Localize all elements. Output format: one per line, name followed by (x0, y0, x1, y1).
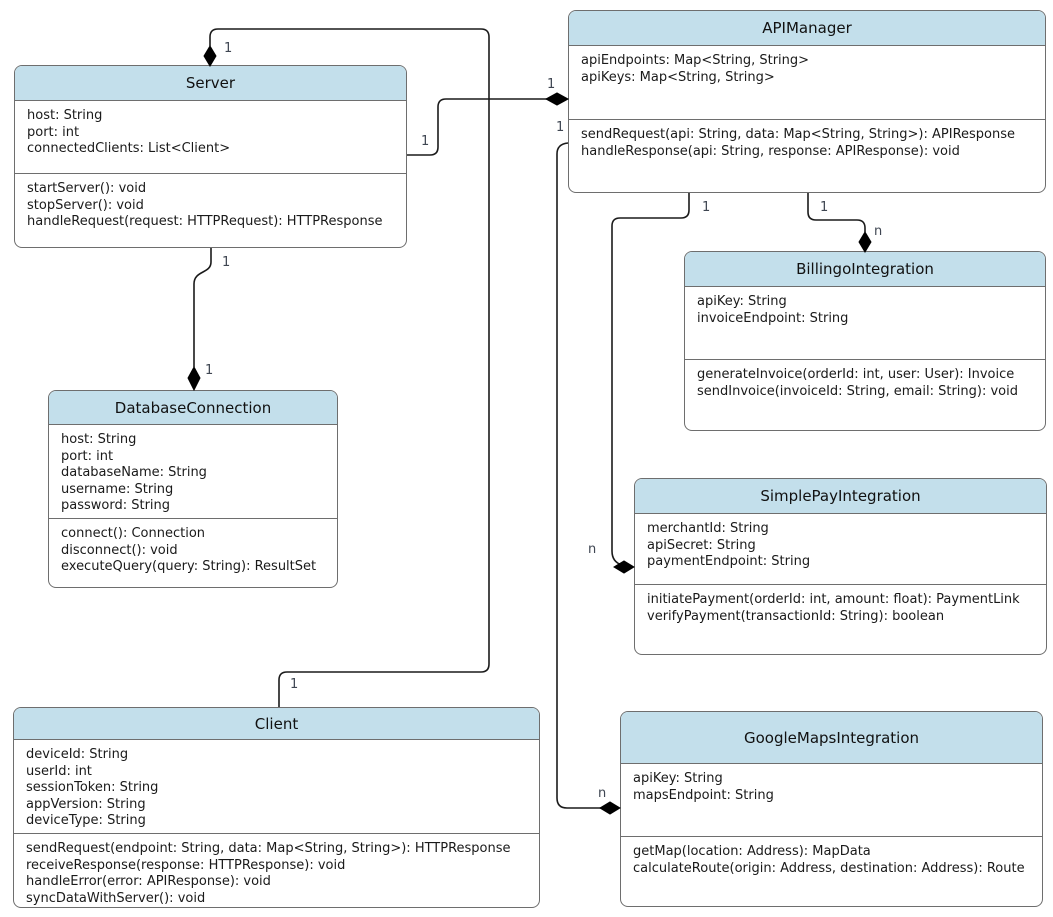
class-simplepayintegration[interactable]: SimplePayIntegration merchantId: String … (634, 478, 1047, 655)
class-client-title: Client (14, 708, 539, 740)
class-server[interactable]: Server host: String port: int connectedC… (14, 65, 407, 248)
method: verifyPayment(transactionId: String): bo… (647, 608, 945, 624)
class-billingointegration-title: BillingoIntegration (685, 252, 1045, 287)
attribute: paymentEndpoint: String (647, 554, 811, 569)
class-billingointegration[interactable]: BillingoIntegration apiKey: String invoi… (684, 251, 1046, 431)
class-apimanager-attributes: apiEndpoints: Map<String, String> apiKey… (569, 46, 1045, 119)
attribute: password: String (61, 498, 171, 513)
method: getMap(location: Address): MapData (633, 844, 871, 859)
class-apimanager-title: APIManager (569, 11, 1045, 46)
method: disconnect(): void (61, 542, 178, 558)
attribute: port: int (27, 124, 80, 140)
composition-diamond-icon (858, 231, 872, 253)
method: handleRequest(request: HTTPRequest): HTT… (27, 214, 383, 229)
attribute: apiKey: String (633, 771, 723, 786)
attribute: apiKeys: Map<String, String> (581, 69, 775, 85)
multiplicity-label: 1 (205, 363, 214, 378)
attribute: host: String (61, 432, 137, 447)
composition-diamond-icon (187, 365, 201, 392)
attribute: merchantId: String (647, 521, 769, 536)
multiplicity-label: 1 (820, 200, 829, 215)
method: calculateRoute(origin: Address, destinat… (633, 860, 1025, 876)
class-simplepayintegration-attributes: merchantId: String apiSecret: String pay… (635, 514, 1046, 584)
method: executeQuery(query: String): ResultSet (61, 559, 317, 574)
class-databaseconnection-attributes: host: String port: int databaseName: Str… (49, 425, 337, 518)
attribute: apiKey: String (697, 294, 787, 309)
class-databaseconnection[interactable]: DatabaseConnection host: String port: in… (48, 390, 338, 588)
class-googlemapsintegration-attributes: apiKey: String mapsEndpoint: String (621, 764, 1042, 836)
edge-apimanager-billingo[interactable] (807, 193, 866, 232)
attribute: userId: int (26, 763, 92, 779)
class-databaseconnection-title: DatabaseConnection (49, 391, 337, 425)
class-googlemapsintegration-methods: getMap(location: Address): MapData calcu… (621, 836, 1042, 906)
attribute: deviceId: String (26, 747, 129, 762)
multiplicity-label: 1 (421, 134, 430, 149)
method: sendRequest(api: String, data: Map<Strin… (581, 127, 1016, 142)
multiplicity-label: 1 (222, 255, 231, 270)
composition-diamond-icon (544, 92, 570, 106)
composition-diamond-icon (203, 45, 217, 67)
attribute: databaseName: String (61, 465, 207, 480)
method: sendRequest(endpoint: String, data: Map<… (26, 841, 511, 856)
attribute: appVersion: String (26, 796, 146, 812)
method: startServer(): void (27, 181, 147, 196)
class-databaseconnection-methods: connect(): Connection disconnect(): void… (49, 518, 337, 587)
class-apimanager[interactable]: APIManager apiEndpoints: Map<String, Str… (568, 10, 1046, 193)
multiplicity-label: 1 (290, 677, 299, 692)
multiplicity-label: n (598, 786, 607, 801)
class-billingointegration-attributes: apiKey: String invoiceEndpoint: String (685, 287, 1045, 359)
class-googlemapsintegration[interactable]: GoogleMapsIntegration apiKey: String map… (620, 711, 1043, 907)
method: stopServer(): void (27, 197, 144, 213)
class-server-attributes: host: String port: int connectedClients:… (15, 101, 406, 173)
class-server-methods: startServer(): void stopServer(): void h… (15, 173, 406, 247)
edge-apimanager-simplepay[interactable] (611, 193, 690, 566)
edge-client-server[interactable] (209, 28, 490, 707)
multiplicity-label: n (874, 224, 883, 239)
composition-diamond-icon (613, 560, 635, 574)
multiplicity-label: 1 (556, 120, 565, 135)
edge-apimanager-googlemaps[interactable] (556, 142, 601, 809)
class-client[interactable]: Client deviceId: String userId: int sess… (13, 707, 540, 908)
multiplicity-label: 1 (224, 41, 233, 56)
method: generateInvoice(orderId: int, user: User… (697, 367, 1015, 382)
multiplicity-label: 1 (547, 77, 556, 92)
attribute: sessionToken: String (26, 780, 159, 795)
attribute: invoiceEndpoint: String (697, 310, 849, 326)
method: sendInvoice(invoiceId: String, email: St… (697, 383, 1018, 399)
method: initiatePayment(orderId: int, amount: fl… (647, 592, 1020, 607)
class-apimanager-methods: sendRequest(api: String, data: Map<Strin… (569, 119, 1045, 192)
method: receiveResponse(response: HTTPResponse):… (26, 857, 346, 873)
class-googlemapsintegration-title: GoogleMapsIntegration (621, 712, 1042, 764)
class-server-title: Server (15, 66, 406, 101)
method: handleResponse(api: String, response: AP… (581, 143, 960, 159)
composition-diamond-icon (599, 801, 621, 815)
method: syncDataWithServer(): void (26, 890, 206, 906)
attribute: port: int (61, 448, 114, 464)
class-billingointegration-methods: generateInvoice(orderId: int, user: User… (685, 359, 1045, 430)
attribute: mapsEndpoint: String (633, 787, 774, 803)
edge-server-apimanager[interactable] (407, 98, 547, 156)
attribute: apiEndpoints: Map<String, String> (581, 53, 810, 68)
attribute: apiSecret: String (647, 537, 756, 553)
attribute: deviceType: String (26, 813, 146, 828)
method: handleError(error: APIResponse): void (26, 874, 271, 889)
class-client-attributes: deviceId: String userId: int sessionToke… (14, 740, 539, 833)
multiplicity-label: 1 (702, 200, 711, 215)
class-simplepayintegration-title: SimplePayIntegration (635, 479, 1046, 514)
edge-server-databaseconnection[interactable] (193, 248, 212, 367)
class-client-methods: sendRequest(endpoint: String, data: Map<… (14, 833, 539, 907)
method: connect(): Connection (61, 526, 206, 541)
class-simplepayintegration-methods: initiatePayment(orderId: int, amount: fl… (635, 584, 1046, 654)
attribute: username: String (61, 481, 174, 497)
attribute: host: String (27, 108, 103, 123)
multiplicity-label: n (588, 542, 597, 557)
attribute: connectedClients: List<Client> (27, 141, 231, 156)
